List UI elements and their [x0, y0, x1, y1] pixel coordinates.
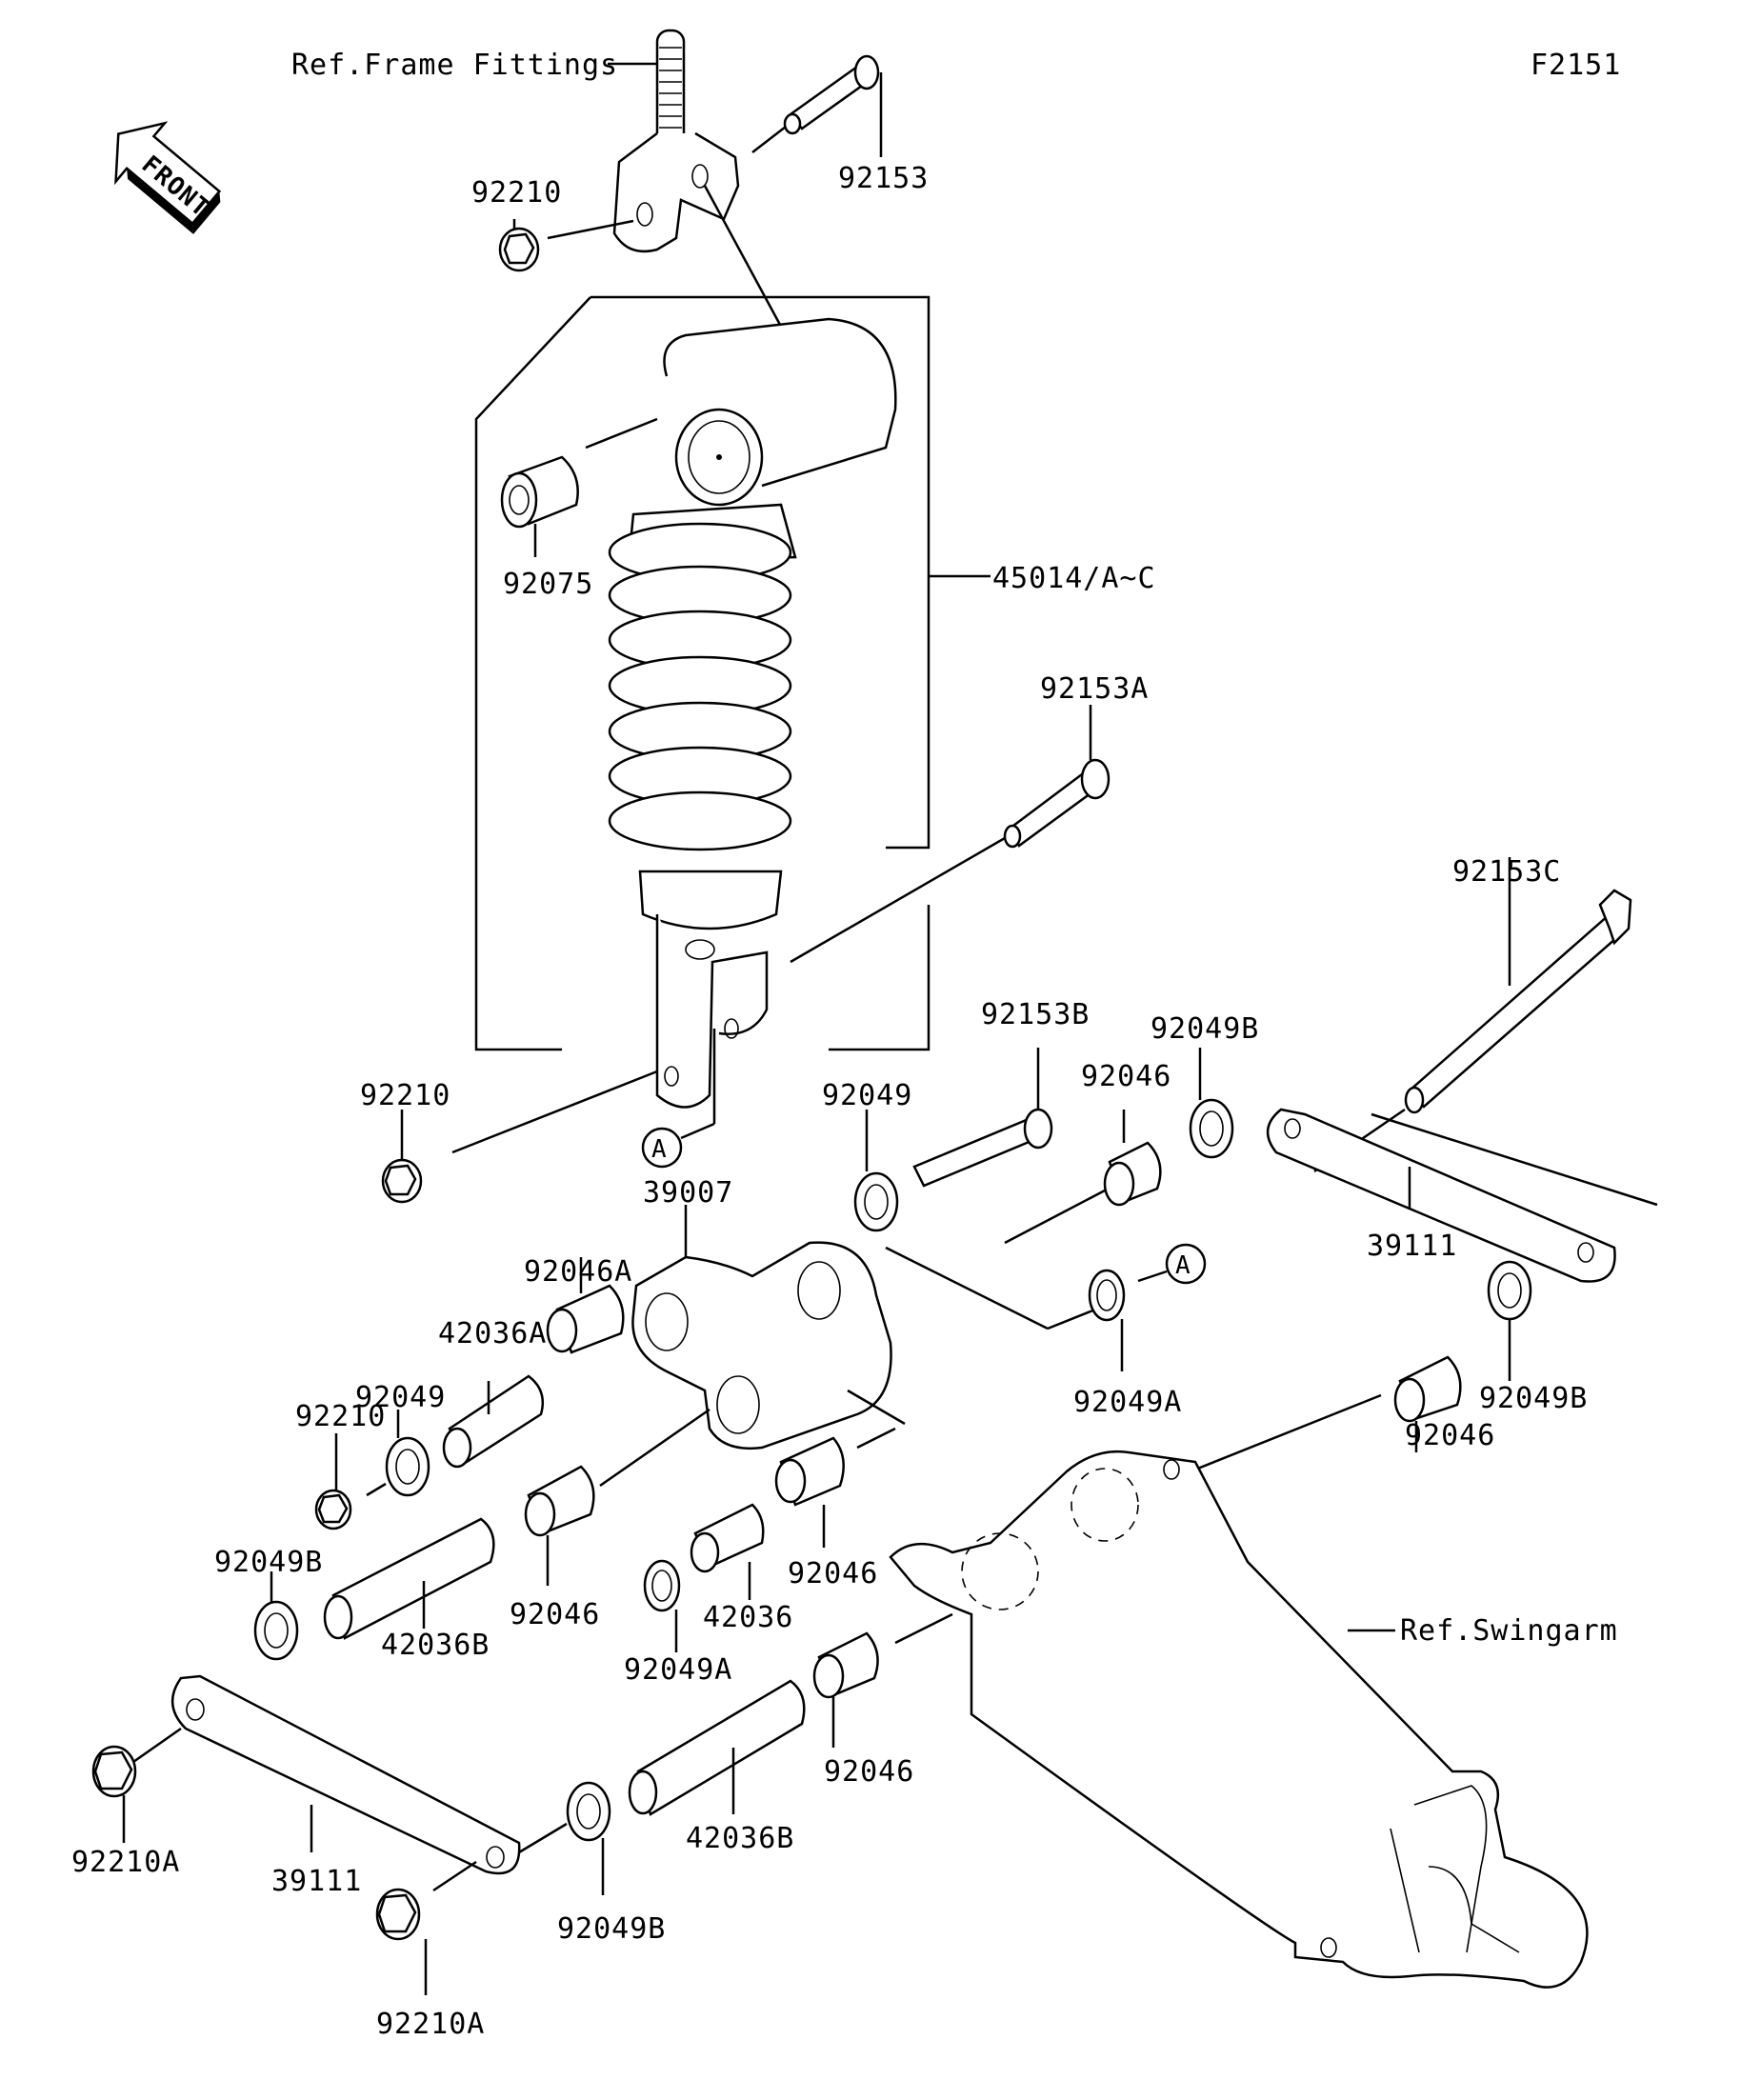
part-label-92153: 92153 — [838, 162, 929, 195]
part-label-92153C: 92153C — [1452, 855, 1561, 889]
ref-frame-fittings-label: Ref.Frame Fittings — [291, 49, 618, 82]
washer-92049A-right — [1088, 1269, 1126, 1371]
nut-92210-left — [314, 1433, 387, 1530]
part-label-92049B-top: 92049B — [1151, 1012, 1259, 1046]
part-label-92153A: 92153A — [1040, 672, 1149, 706]
part-label-42036: 42036 — [703, 1601, 793, 1634]
part-label-92210-top: 92210 — [471, 176, 562, 210]
nut-92210-mid — [381, 1070, 658, 1204]
swingarm — [889, 1450, 1589, 1989]
bearing-92046-c2 — [774, 1436, 845, 1548]
nut-92210-top — [498, 219, 634, 272]
part-label-42036B-upper: 42036B — [381, 1629, 490, 1662]
part-label-92049-mid: 92049 — [822, 1079, 912, 1112]
part-label-92049-left: 92049 — [355, 1381, 446, 1414]
shock-absorber — [608, 317, 897, 1109]
bearing-92046-low — [812, 1612, 953, 1748]
part-label-39111-right: 39111 — [1367, 1230, 1457, 1263]
frame-fitting-bracket — [608, 29, 740, 253]
part-label-39007: 39007 — [643, 1176, 733, 1210]
washer-92049A-low — [643, 1559, 681, 1652]
bearing-92046-c1 — [524, 1408, 710, 1586]
collar-42036A — [442, 1374, 545, 1469]
part-label-92046-c1: 92046 — [510, 1598, 600, 1631]
washer-92049B-right — [1487, 1260, 1532, 1381]
part-label-92210-mid: 92210 — [360, 1079, 450, 1112]
nut-92210A-low — [375, 1860, 477, 1995]
part-label-92153B: 92153B — [981, 998, 1090, 1031]
collar-42036 — [690, 1503, 765, 1600]
shock-assembly-bracket — [474, 185, 991, 1051]
part-label-39111-left: 39111 — [271, 1865, 362, 1898]
nut-92210A-left — [91, 1745, 137, 1843]
part-label-92210A-left: 92210A — [71, 1846, 180, 1879]
svg-text:A: A — [1175, 1251, 1191, 1280]
bearing-92046-right — [1190, 1355, 1462, 1473]
part-label-45014: 45014/A~C — [992, 562, 1156, 595]
callout-a-upper: A — [641, 1029, 716, 1169]
washer-92049B-left — [253, 1571, 299, 1661]
labels: Ref.Frame Fittings F2151 92153 92210 920… — [71, 49, 1621, 2041]
part-label-92049B-left: 92049B — [214, 1546, 323, 1579]
collar-92075 — [500, 417, 658, 557]
svg-text:A: A — [651, 1135, 668, 1164]
collar-42036B-upper — [323, 1517, 495, 1640]
front-arrow-icon: FRONT — [114, 121, 222, 234]
part-label-92210-left: 92210 — [295, 1400, 386, 1433]
part-label-92046A: 92046A — [524, 1255, 632, 1289]
bolt-92153C — [1313, 857, 1632, 1173]
part-label-92049A-low: 92049A — [624, 1653, 732, 1687]
bearing-92046-top — [1004, 1110, 1162, 1245]
part-label-92049A-right: 92049A — [1073, 1386, 1182, 1419]
part-label-92046-c2: 92046 — [788, 1557, 878, 1590]
part-label-92049B-low: 92049B — [557, 1912, 666, 1946]
part-label-92075: 92075 — [503, 568, 593, 601]
ref-swingarm-label: Ref.Swingarm — [1400, 1614, 1618, 1648]
rocker-39007 — [631, 1205, 1096, 1450]
bearing-92046A — [546, 1257, 625, 1354]
part-label-42036A: 42036A — [438, 1317, 547, 1350]
bolt-92153 — [751, 54, 883, 157]
collar-42036B-lower — [628, 1679, 806, 1816]
link-39111-left — [132, 1674, 521, 1875]
washer-92049-mid — [853, 1110, 899, 1232]
link-39111-right — [1267, 1108, 1658, 1283]
figure-id-label: F2151 — [1531, 49, 1621, 82]
part-label-92049B-right: 92049B — [1479, 1382, 1588, 1415]
part-label-92046-low: 92046 — [824, 1755, 914, 1789]
washer-92049B-top — [1189, 1048, 1234, 1159]
part-label-92046-right: 92046 — [1405, 1419, 1495, 1452]
bolt-92153A — [790, 705, 1111, 964]
part-label-92210A-low: 92210A — [376, 2008, 485, 2041]
part-label-42036B-lower: 42036B — [686, 1822, 794, 1855]
washer-92049B-low — [518, 1781, 611, 1895]
washer-92049-left — [385, 1410, 430, 1497]
part-label-92046-top: 92046 — [1081, 1060, 1171, 1093]
bolt-92153B — [912, 1048, 1053, 1188]
callout-a-lower: A — [1137, 1243, 1207, 1285]
